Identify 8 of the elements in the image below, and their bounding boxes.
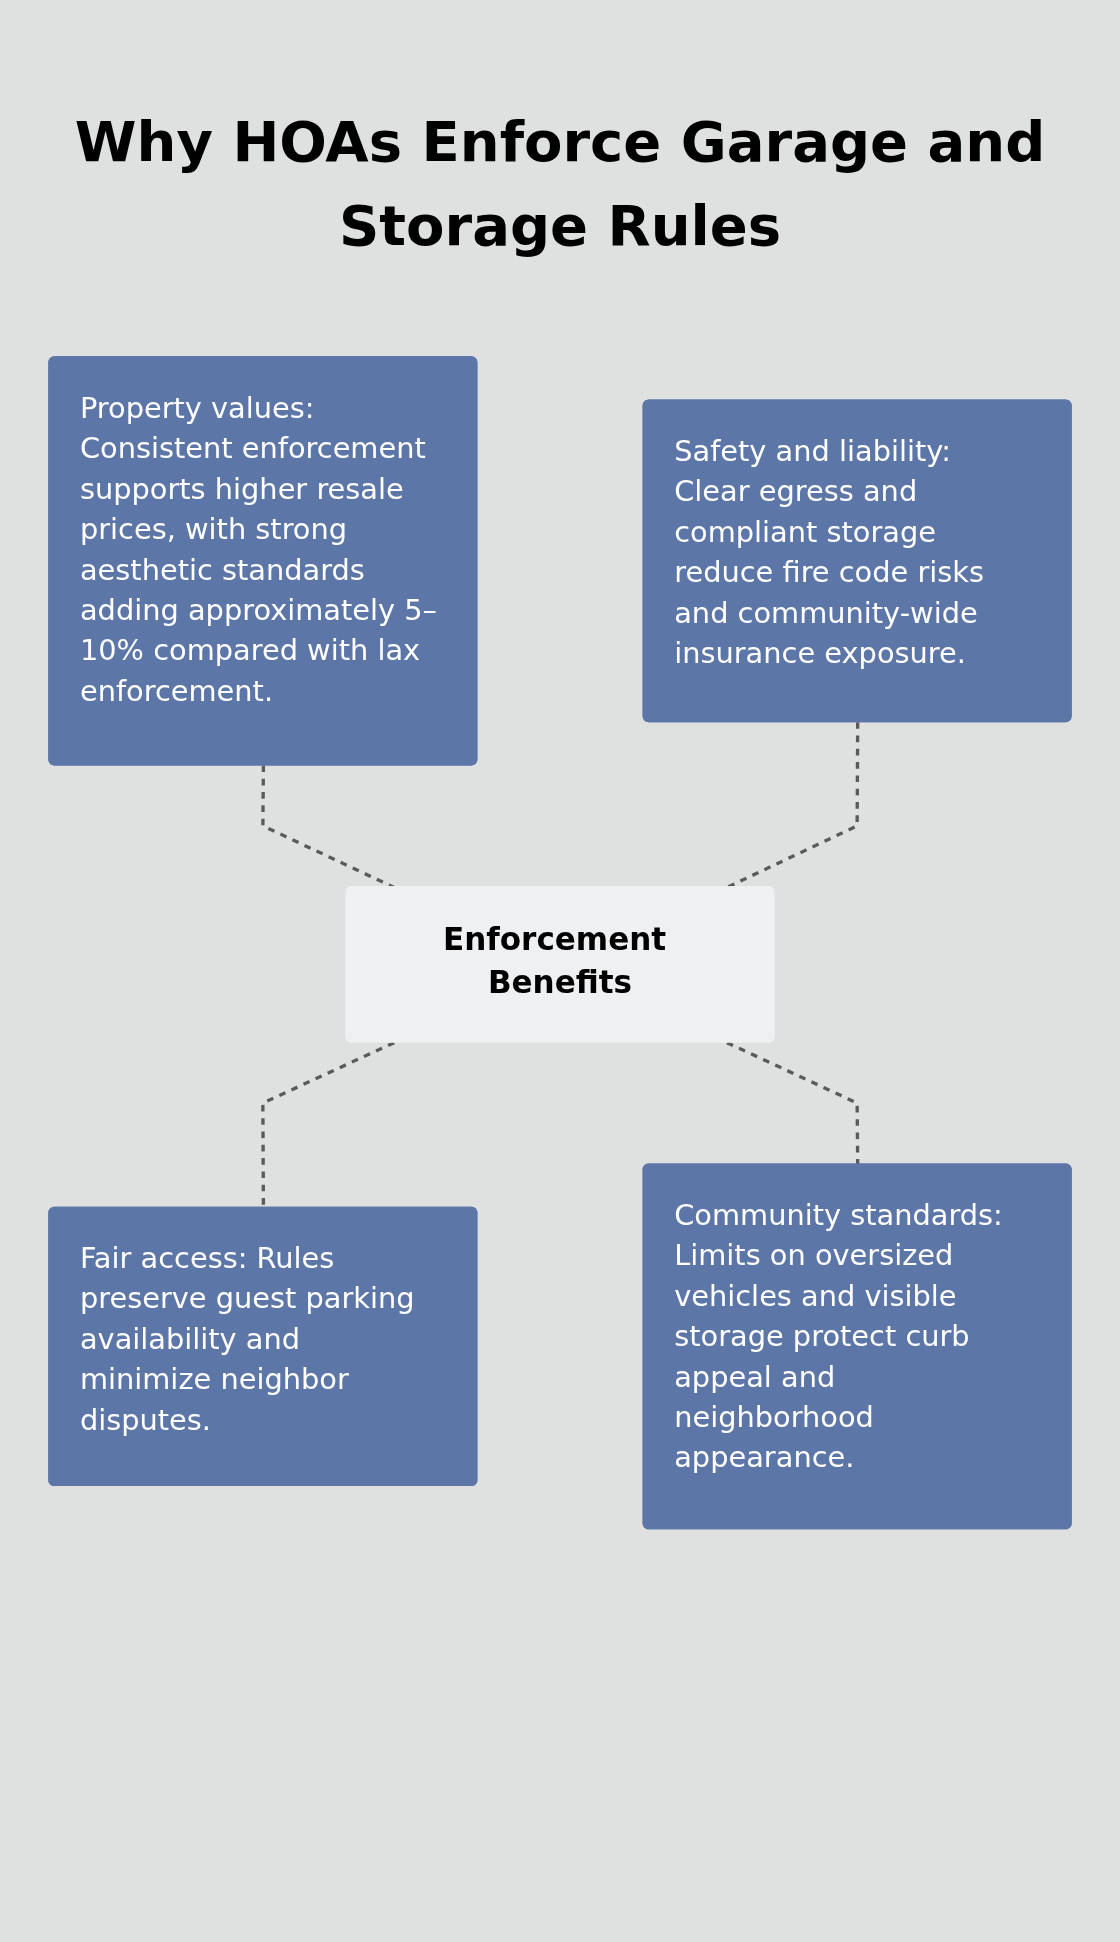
dashed-connector	[726, 1041, 860, 1165]
benefit-box: Safety and liability: Clear egress and compliant storage reduce fire code risks and community-wide insurance exposure.	[642, 399, 1072, 723]
benefit-box: Community standards: Limits on oversized vehicles and visible storage protect curb appeal and neighborhood appearance.	[642, 1163, 1072, 1530]
title: Why HOAs Enforce Garage and Storage Rules	[73, 108, 1047, 260]
benefit-box: Fair access: Rules preserve guest parking availability and minimize neighbor disputes.	[48, 1206, 478, 1487]
central-topic-box: Enforcement Benefits	[345, 886, 775, 1043]
benefit-box: Property values: Consistent enforcement supports higher resale prices, with strong aesthetic standards adding approximately 5–10% compared with lax enforcement.	[48, 356, 478, 766]
dashed-connector	[261, 1041, 395, 1208]
